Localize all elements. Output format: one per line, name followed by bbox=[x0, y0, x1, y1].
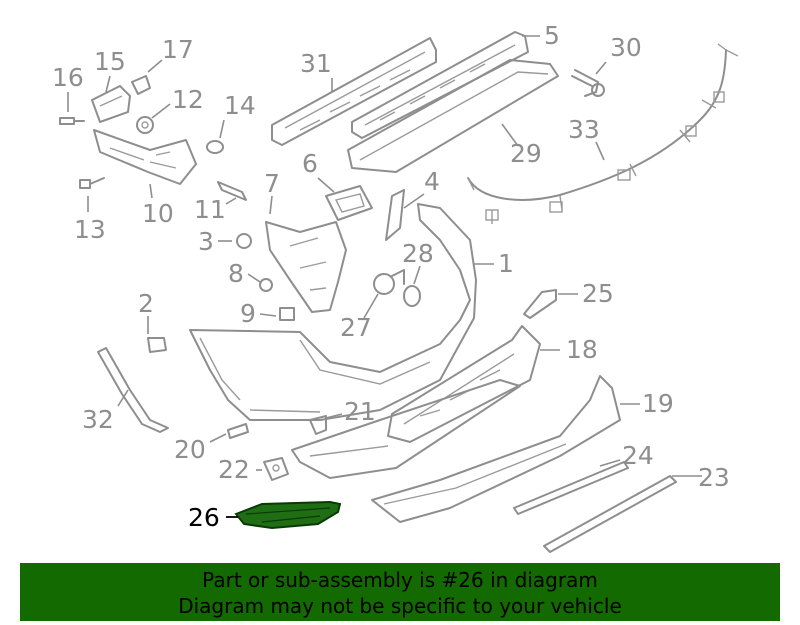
callout-19: 19 bbox=[642, 389, 674, 418]
part-9-drawing bbox=[279, 307, 295, 321]
parts-diagram: 1 2 3 4 5 6 7 8 9 10 11 12 13 14 15 16 1… bbox=[52, 21, 739, 553]
part-3-drawing bbox=[236, 233, 252, 249]
part-31-drawing bbox=[271, 37, 437, 146]
callout-17: 17 bbox=[162, 35, 194, 64]
callout-4: 4 bbox=[424, 167, 440, 196]
callout-13: 13 bbox=[74, 215, 106, 244]
part-30-drawing bbox=[571, 69, 605, 97]
callout-14: 14 bbox=[224, 91, 256, 120]
part-21-drawing bbox=[309, 415, 327, 435]
part-14-drawing bbox=[206, 140, 224, 154]
part-22-drawing bbox=[263, 457, 289, 481]
callout-8: 8 bbox=[228, 259, 244, 288]
part-15-drawing bbox=[91, 85, 131, 123]
callout-28: 28 bbox=[402, 239, 434, 268]
part-16-drawing bbox=[59, 117, 85, 125]
callout-11: 11 bbox=[194, 195, 226, 224]
callout-22: 22 bbox=[218, 455, 250, 484]
info-banner: Part or sub-assembly is #26 in diagram D… bbox=[20, 563, 780, 621]
part-17-drawing bbox=[131, 75, 151, 95]
callout-29: 29 bbox=[510, 139, 542, 168]
callout-3: 3 bbox=[198, 227, 214, 256]
part-19-drawing bbox=[371, 375, 621, 523]
callout-27: 27 bbox=[340, 313, 372, 342]
banner-line-1: Part or sub-assembly is #26 in diagram bbox=[202, 568, 598, 592]
part-5-drawing bbox=[351, 31, 529, 139]
part-4-drawing bbox=[385, 189, 405, 241]
part-13-drawing bbox=[79, 177, 105, 189]
callout-21: 21 bbox=[344, 397, 376, 426]
callout-23: 23 bbox=[698, 463, 730, 492]
part-26-drawing bbox=[234, 500, 342, 530]
part-23-drawing bbox=[543, 475, 677, 553]
callout-1: 1 bbox=[498, 249, 514, 278]
part-7-drawing bbox=[265, 221, 347, 313]
callout-33: 33 bbox=[568, 115, 600, 144]
part-11-drawing bbox=[217, 181, 247, 201]
part-25-drawing bbox=[523, 289, 557, 319]
part-10-drawing bbox=[93, 129, 197, 185]
part-28-drawing bbox=[403, 285, 421, 307]
part-12-drawing bbox=[136, 116, 154, 134]
lower-diffuser-drawing bbox=[291, 379, 521, 479]
callout-18: 18 bbox=[566, 335, 598, 364]
part-8-drawing bbox=[259, 278, 273, 292]
callout-20: 20 bbox=[174, 435, 206, 464]
callout-12: 12 bbox=[172, 85, 204, 114]
callout-25: 25 bbox=[582, 279, 614, 308]
callout-2: 2 bbox=[138, 289, 154, 318]
banner-line-2: Diagram may not be specific to your vehi… bbox=[178, 594, 622, 618]
callout-5: 5 bbox=[544, 21, 560, 50]
callout-30: 30 bbox=[610, 33, 642, 62]
part-27-drawing bbox=[373, 269, 405, 295]
callout-9: 9 bbox=[240, 299, 256, 328]
part-20-drawing bbox=[227, 423, 249, 439]
callout-16: 16 bbox=[52, 63, 84, 92]
leader-lines bbox=[67, 35, 702, 518]
callout-24: 24 bbox=[622, 441, 654, 470]
callout-31: 31 bbox=[300, 49, 332, 78]
callout-6: 6 bbox=[302, 149, 318, 178]
callout-15: 15 bbox=[94, 47, 126, 76]
callout-labels: 1 2 3 4 5 6 7 8 9 10 11 12 13 14 15 16 1… bbox=[52, 21, 730, 532]
callout-32: 32 bbox=[82, 405, 114, 434]
callout-26: 26 bbox=[188, 503, 220, 532]
callout-10: 10 bbox=[142, 199, 174, 228]
part-6-drawing bbox=[325, 185, 373, 221]
part-2-drawing bbox=[147, 337, 167, 353]
part-24-drawing bbox=[513, 461, 629, 515]
part-18-drawing bbox=[387, 325, 541, 443]
part-33-drawing bbox=[467, 43, 739, 224]
part-1-drawing bbox=[189, 203, 477, 421]
part-29-drawing bbox=[347, 59, 559, 173]
part-32-drawing bbox=[97, 347, 169, 433]
callout-7: 7 bbox=[264, 169, 280, 198]
